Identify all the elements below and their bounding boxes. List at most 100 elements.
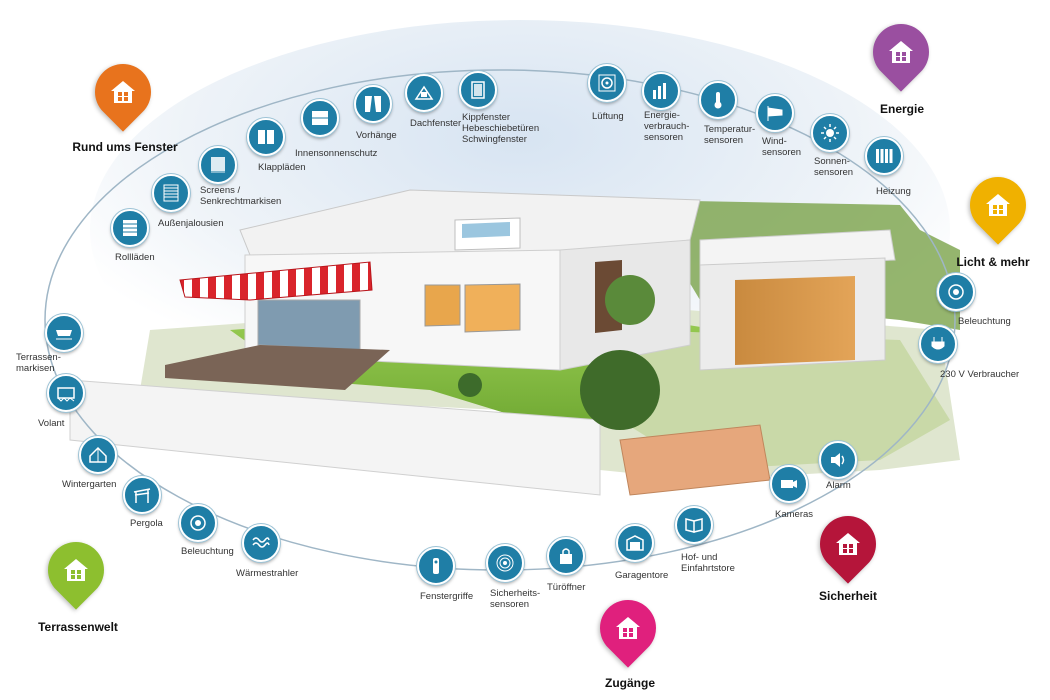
node-energieverbrauch[interactable] <box>642 72 680 110</box>
node-klapplaeden[interactable] <box>247 118 285 156</box>
window-shutter <box>424 284 461 327</box>
node-label-line: Sonnen- <box>814 156 850 167</box>
node-label-line: Vorhänge <box>356 130 397 141</box>
node-waermestrahler[interactable] <box>242 524 280 562</box>
category-pin-terrasse[interactable] <box>36 530 116 610</box>
kippfenster-icon <box>471 81 485 99</box>
node-label-rolllaeden: Rollläden <box>115 252 155 263</box>
node-beleuchtung-links[interactable] <box>179 504 217 542</box>
aussenjalousien-icon <box>163 184 179 202</box>
alarm-icon <box>831 453 845 467</box>
sensor-icon <box>496 554 514 572</box>
category-pin-energie[interactable] <box>861 12 941 92</box>
node-temperatur[interactable] <box>699 81 737 119</box>
node-label-fenstergriffe: Fenstergriffe <box>420 591 473 602</box>
node-label-line: Wärmestrahler <box>236 568 299 579</box>
node-label-line: Schwingfenster <box>462 134 527 145</box>
node-label-pergola: Pergola <box>130 518 163 529</box>
node-volant[interactable] <box>47 374 85 412</box>
node-alarm[interactable] <box>819 441 857 479</box>
node-heizung[interactable] <box>865 137 903 175</box>
category-pin-sicherheit[interactable] <box>808 504 888 584</box>
sun-icon <box>821 124 839 142</box>
node-label-beleuchtung-links: Beleuchtung <box>181 546 234 557</box>
node-label-line: Temperatur- <box>704 124 756 135</box>
node-label-line: Alarm <box>826 480 851 491</box>
wintergarten-icon <box>89 446 107 463</box>
node-innensonnenschutz[interactable] <box>301 99 339 137</box>
category-title-energie: Energie <box>879 102 925 116</box>
node-label-line: Innensonnenschutz <box>295 148 378 159</box>
node-aussenjalousien[interactable] <box>152 174 190 212</box>
light-icon <box>948 284 964 300</box>
node-vorhaenge[interactable] <box>354 85 392 123</box>
node-label-line: Hof- und <box>681 552 718 563</box>
node-label-line: Heizung <box>876 186 911 197</box>
node-wind[interactable] <box>756 94 794 132</box>
node-rolllaeden[interactable] <box>111 209 149 247</box>
plug-icon <box>931 337 945 350</box>
node-label-heizung: Heizung <box>876 186 911 197</box>
house-icon <box>111 81 135 103</box>
node-verbraucher[interactable] <box>919 325 957 363</box>
node-fenstergriffe[interactable] <box>417 547 455 585</box>
vorhaenge-icon <box>365 96 381 112</box>
node-label-line: Pergola <box>130 518 163 529</box>
awning <box>179 261 373 301</box>
house-icon <box>986 194 1010 216</box>
node-label-line: sensoren <box>704 135 744 146</box>
category-title-fenster: Rund ums Fenster <box>72 140 178 154</box>
innensonnenschutz-icon <box>312 111 328 125</box>
node-label-verbraucher: 230 V Verbraucher <box>940 369 1019 380</box>
node-label-terrassenmarkisen: Terrassen-markisen <box>16 352 61 374</box>
node-label-wintergarten: Wintergarten <box>62 479 116 490</box>
node-label-line: Volant <box>38 418 65 429</box>
node-label-volant: Volant <box>38 418 64 429</box>
node-dachfenster[interactable] <box>405 74 443 112</box>
node-kippfenster[interactable] <box>459 71 497 109</box>
node-label-line: Türöffner <box>547 582 586 593</box>
house-icon <box>836 533 860 555</box>
klapplaeden-icon <box>258 130 274 144</box>
node-garagentore[interactable] <box>616 524 654 562</box>
node-label-temperatur: Temperatur-sensoren <box>704 124 755 146</box>
node-lueftung[interactable] <box>588 64 626 102</box>
node-terrassenmarkisen[interactable] <box>45 314 83 352</box>
node-beleuchtung-rechts[interactable] <box>937 273 975 311</box>
node-screens[interactable] <box>199 146 237 184</box>
category-pin-licht[interactable] <box>958 165 1038 245</box>
node-pergola[interactable] <box>123 476 161 514</box>
node-label-waermestrahler: Wärmestrahler <box>236 568 298 579</box>
node-label-vorhaenge: Vorhänge <box>356 130 397 141</box>
node-label-line: Hebeschiebetüren <box>462 123 540 134</box>
category-pin-fenster[interactable] <box>83 52 163 132</box>
dachfenster-icon <box>414 85 434 100</box>
node-label-line: Dachfenster <box>410 118 462 129</box>
node-label-line: verbrauch- <box>644 121 690 132</box>
lueftung-icon <box>598 74 616 92</box>
node-kameras[interactable] <box>770 465 808 503</box>
node-label-line: markisen <box>16 363 55 374</box>
node-label-line: 230 V Verbraucher <box>940 369 1020 380</box>
category-title-terrasse: Terrassenwelt <box>38 620 118 634</box>
rolllaeden-icon <box>123 220 137 236</box>
node-label-kameras: Kameras <box>775 509 813 520</box>
node-label-alarm: Alarm <box>826 480 851 491</box>
window-shutter-large <box>464 283 521 333</box>
category-pin-zugaenge[interactable] <box>588 588 668 668</box>
node-sicherheitssensoren[interactable] <box>486 544 524 582</box>
radiator-icon <box>876 149 893 163</box>
node-hoftore[interactable] <box>675 506 713 544</box>
node-label-line: Senkrechtmarkisen <box>200 196 282 207</box>
node-label-sicherheitssensoren: Sicherheits-sensoren <box>490 588 540 610</box>
node-label-line: Screens / <box>200 185 241 196</box>
node-tueroeffner[interactable] <box>547 537 585 575</box>
node-sonne[interactable] <box>811 114 849 152</box>
node-label-line: Kameras <box>775 509 814 520</box>
node-label-line: Sicherheits- <box>490 588 541 599</box>
node-label-line: Rollläden <box>115 252 155 263</box>
node-label-sonne: Sonnen-sensoren <box>814 156 853 178</box>
camera-icon <box>781 480 797 488</box>
node-wintergarten[interactable] <box>79 436 117 474</box>
